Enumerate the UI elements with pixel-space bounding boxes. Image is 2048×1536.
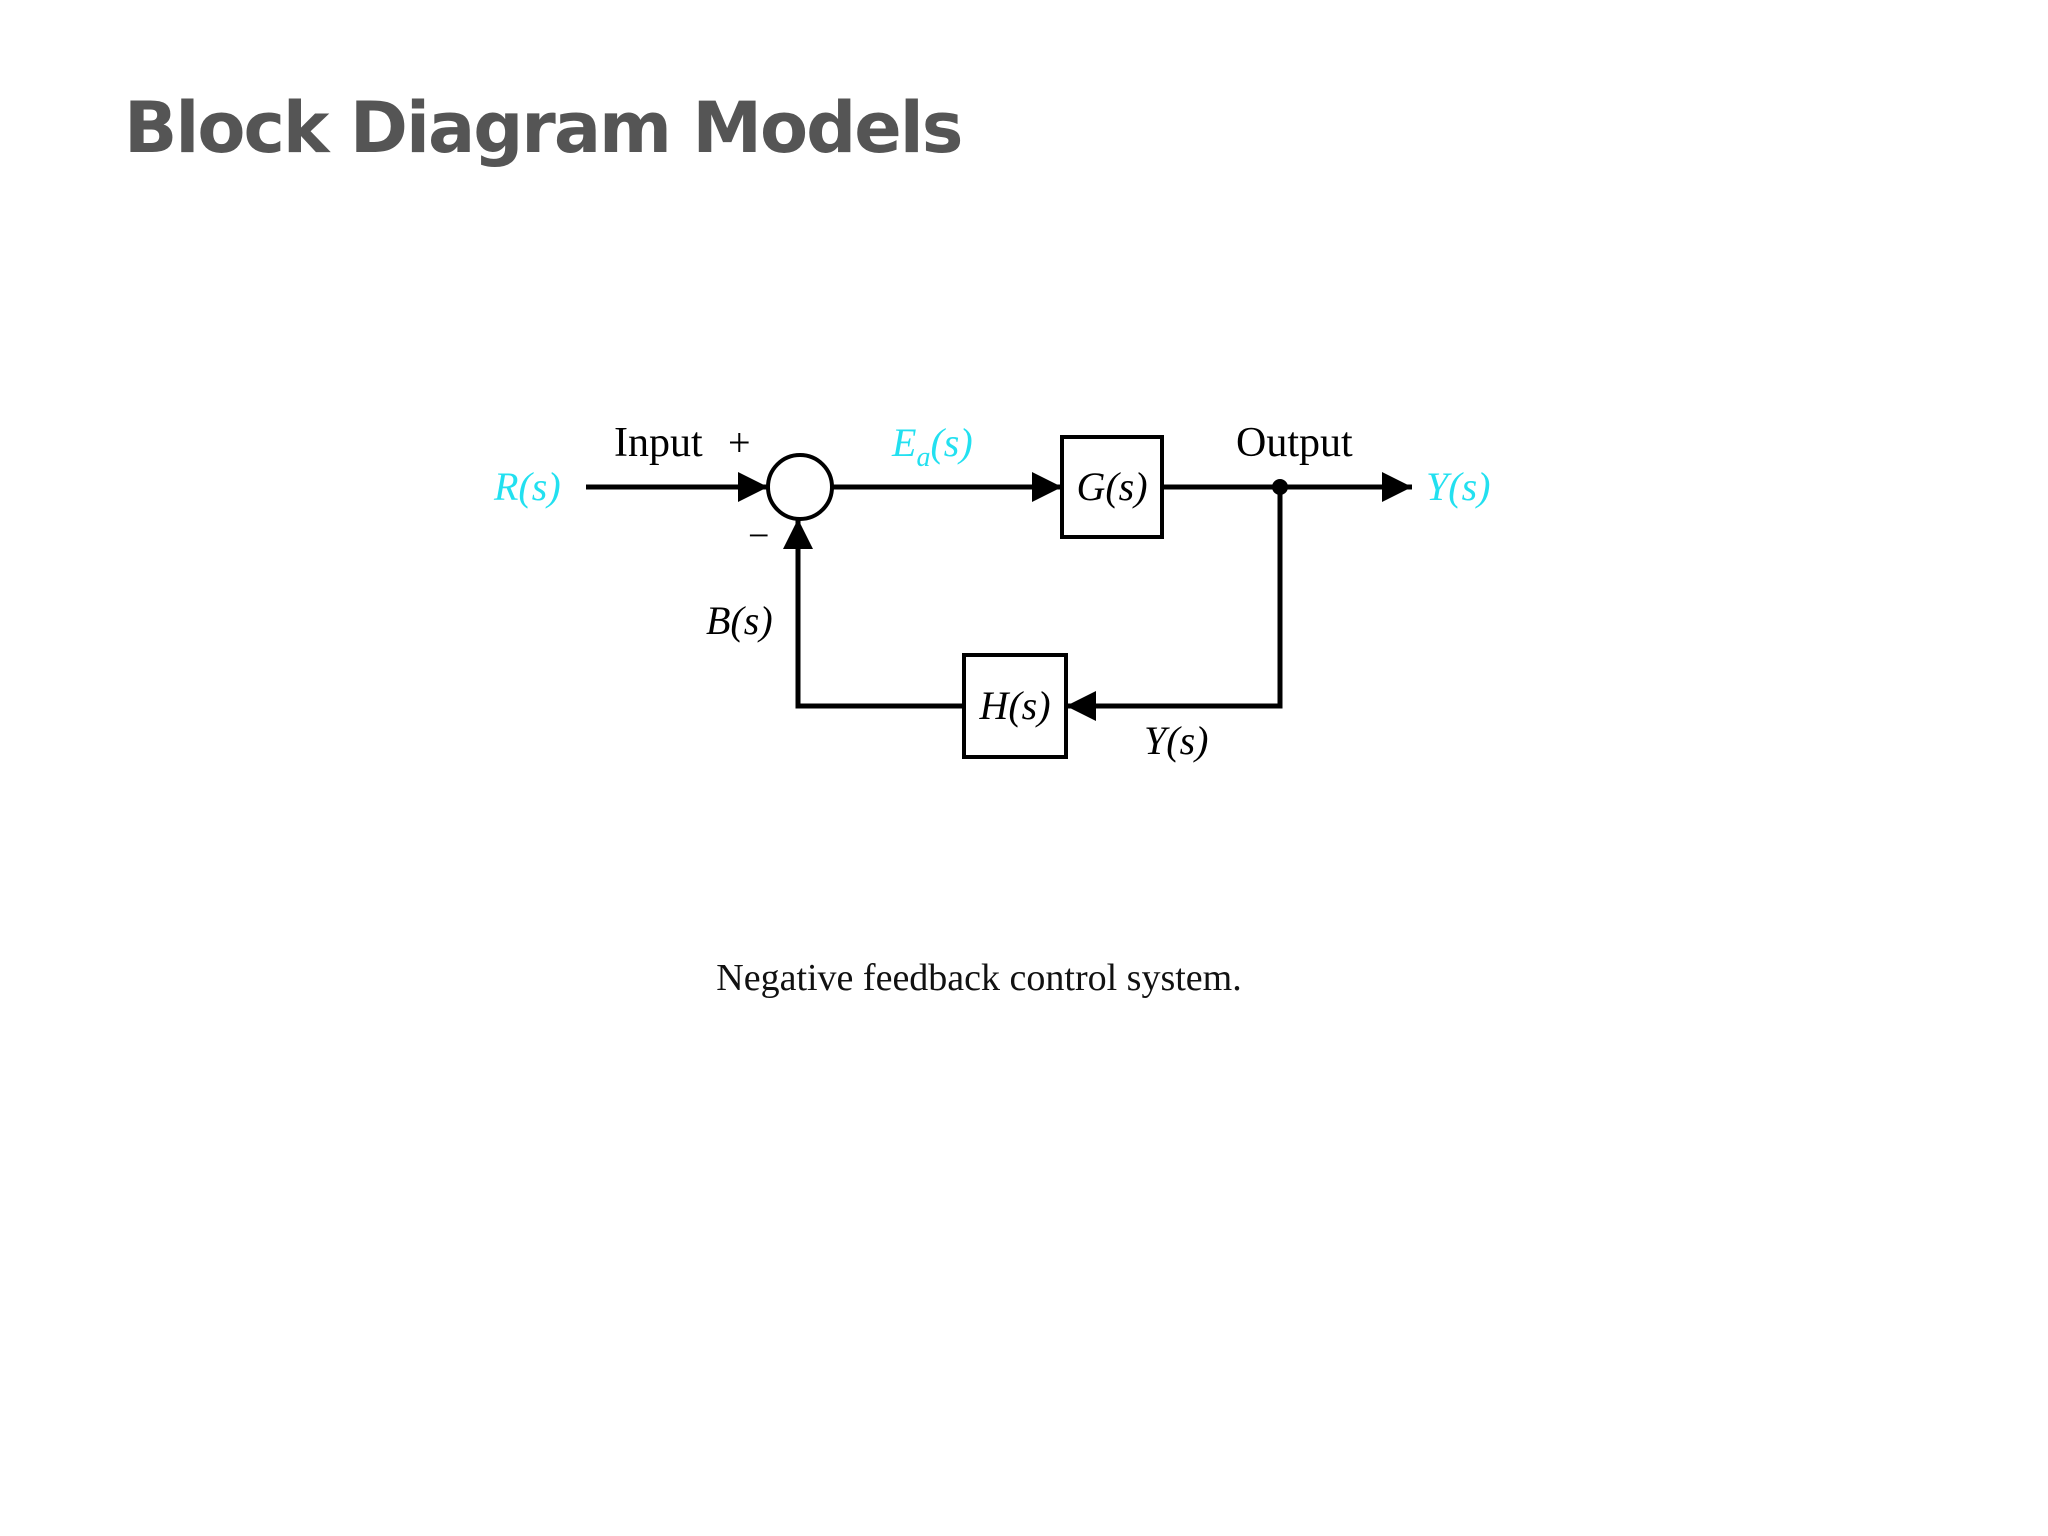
reference-signal-label: R(s) [493,464,561,509]
error-signal-label: Ea(s) [891,420,973,473]
feedback-block-label: H(s) [978,683,1050,728]
summing-junction [766,453,834,521]
input-label: Input [614,420,703,466]
forward-block-label: G(s) [1076,464,1147,509]
diagram-caption: Negative feedback control system. [716,957,1242,999]
feedback-output-signal-label: Y(s) [1144,718,1208,763]
plus-sign: + [728,420,751,465]
feedback-signal-arrow [783,519,964,709]
minus-sign: − [748,515,769,557]
slide-title: Block Diagram Models [124,87,963,169]
feedback-path-to-h [1066,487,1283,721]
output-signal-label: Y(s) [1426,464,1490,509]
output-label: Output [1236,420,1353,466]
feedback-signal-label: B(s) [706,598,773,643]
feedback-block-h [962,653,1068,759]
